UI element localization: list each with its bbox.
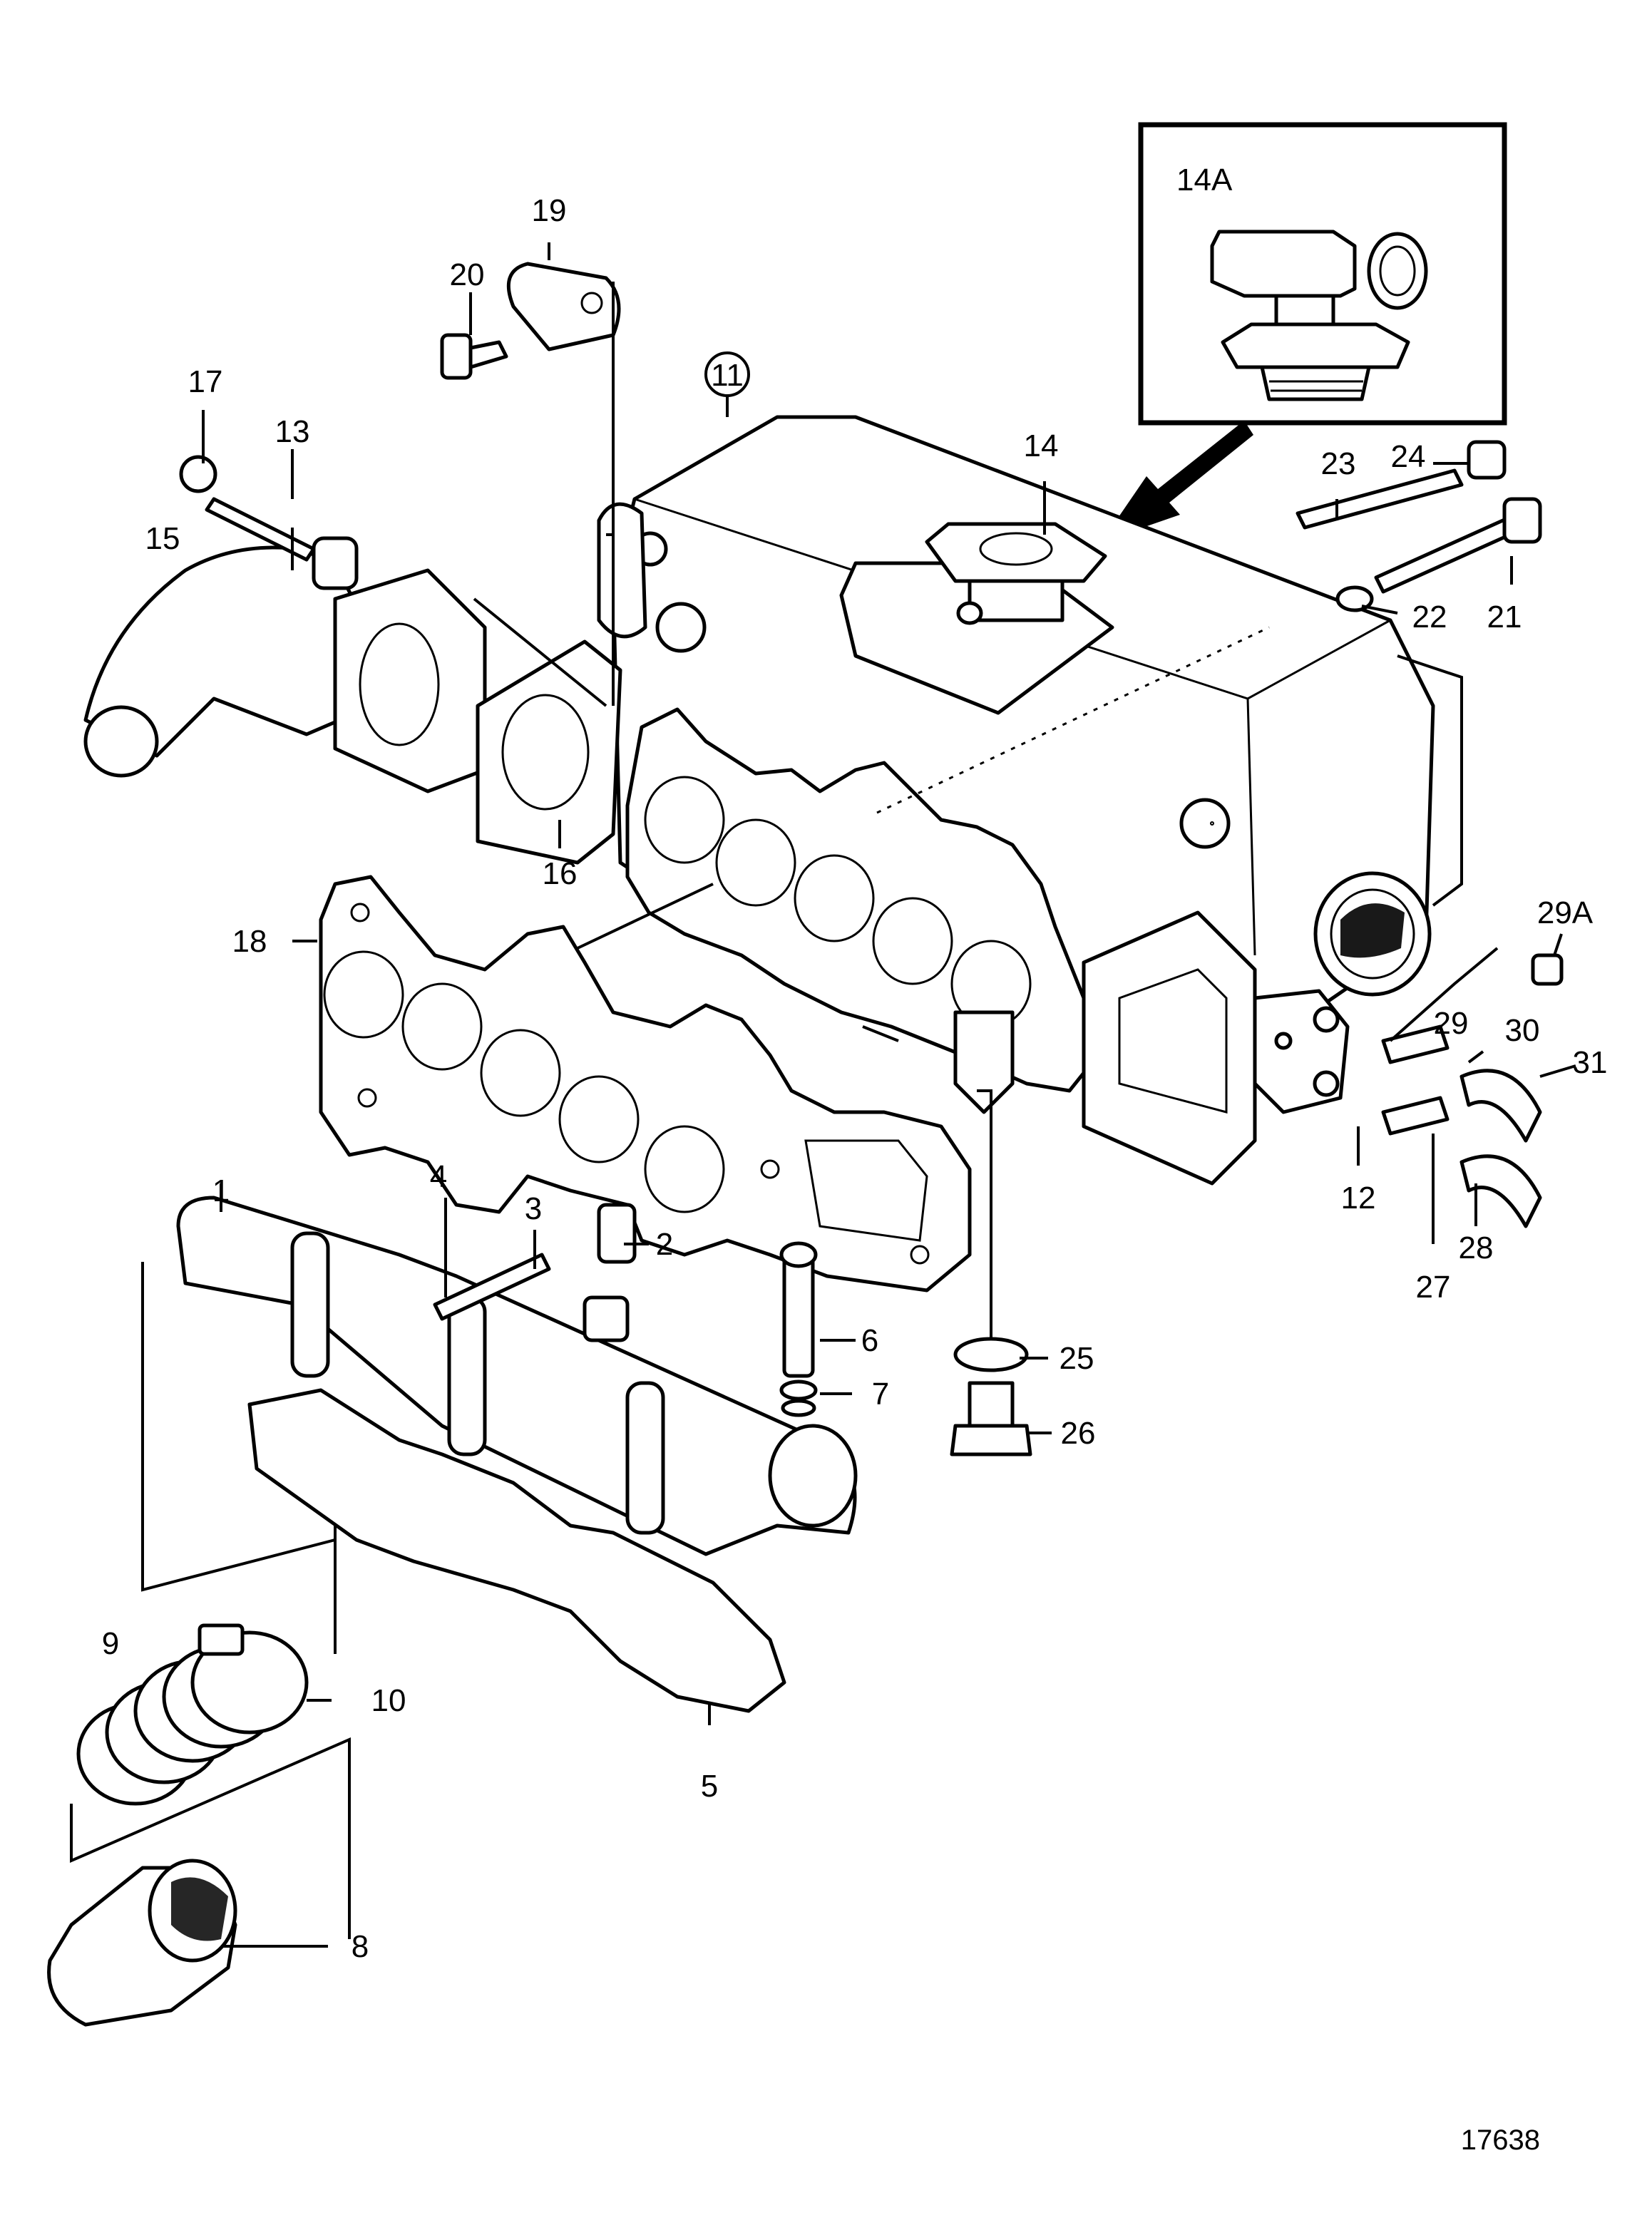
manifold-gasket-inner (625, 707, 1100, 1093)
callout-5: 5 (701, 1769, 718, 1804)
callout-26: 26 (1061, 1416, 1096, 1451)
exhaust-flange (953, 910, 1350, 1186)
callout-17: 17 (188, 364, 223, 399)
inset-14a: 14A (1138, 122, 1507, 426)
bolts-21-23-24 (1296, 440, 1542, 612)
callout-31: 31 (1573, 1045, 1608, 1080)
washer-25-plug-26 (950, 1337, 1032, 1456)
callout-10: 10 (371, 1683, 406, 1718)
callout-3: 3 (525, 1191, 542, 1226)
callout-4: 4 (430, 1159, 447, 1194)
callout-11: 11 (711, 358, 744, 393)
inset-pointer-arrow (1102, 421, 1253, 542)
callout-7: 7 (872, 1377, 889, 1412)
callout-29a: 29A (1537, 895, 1594, 930)
callout-1: 1 (212, 1173, 230, 1208)
bolt-6-washer-7 (779, 1241, 818, 1417)
drawing-number: 17638 (1461, 2124, 1540, 2156)
gasket-5 (247, 1388, 786, 1713)
manifold-1 (176, 1196, 858, 1556)
callout-numbers: 11 14 23 24 22 21 19 20 17 13 15 16 18 2… (102, 193, 1608, 1964)
callout-2: 2 (656, 1227, 673, 1262)
tee-2-pipe-3 (433, 1203, 637, 1342)
callout-22: 22 (1412, 600, 1447, 634)
callout-12: 12 (1341, 1181, 1376, 1216)
leader-lines (70, 242, 1576, 1948)
callout-8: 8 (352, 1929, 369, 1964)
callout-14: 14 (1024, 428, 1059, 463)
callout-14a: 14A (1176, 163, 1233, 197)
callout-29: 29 (1434, 1006, 1469, 1041)
sleeve-8 (47, 1859, 237, 2027)
callout-9: 9 (102, 1626, 119, 1661)
callout-27: 27 (1416, 1270, 1451, 1305)
flange-19-screw-20 (440, 262, 621, 380)
gasket-18 (319, 875, 972, 1293)
callout-30: 30 (1505, 1013, 1540, 1048)
clamp-9-bellows-10 (76, 1623, 309, 1806)
callout-23: 23 (1321, 446, 1356, 481)
callout-6: 6 (861, 1323, 878, 1358)
callout-18: 18 (232, 924, 267, 959)
nipples-12-29-hoses-28-31 (1381, 953, 1564, 1228)
callout-19: 19 (532, 193, 567, 228)
callout-21: 21 (1487, 600, 1522, 634)
callout-28: 28 (1459, 1230, 1494, 1265)
callout-24: 24 (1391, 439, 1426, 474)
callout-20: 20 (450, 257, 485, 292)
callout-15: 15 (145, 521, 180, 556)
callout-25: 25 (1060, 1341, 1094, 1376)
callout-16: 16 (543, 856, 578, 891)
callout-13: 13 (275, 414, 310, 449)
bolt-13 (179, 455, 316, 562)
thermostat-elbow-15 (83, 536, 487, 793)
gasket-16 (476, 639, 622, 865)
